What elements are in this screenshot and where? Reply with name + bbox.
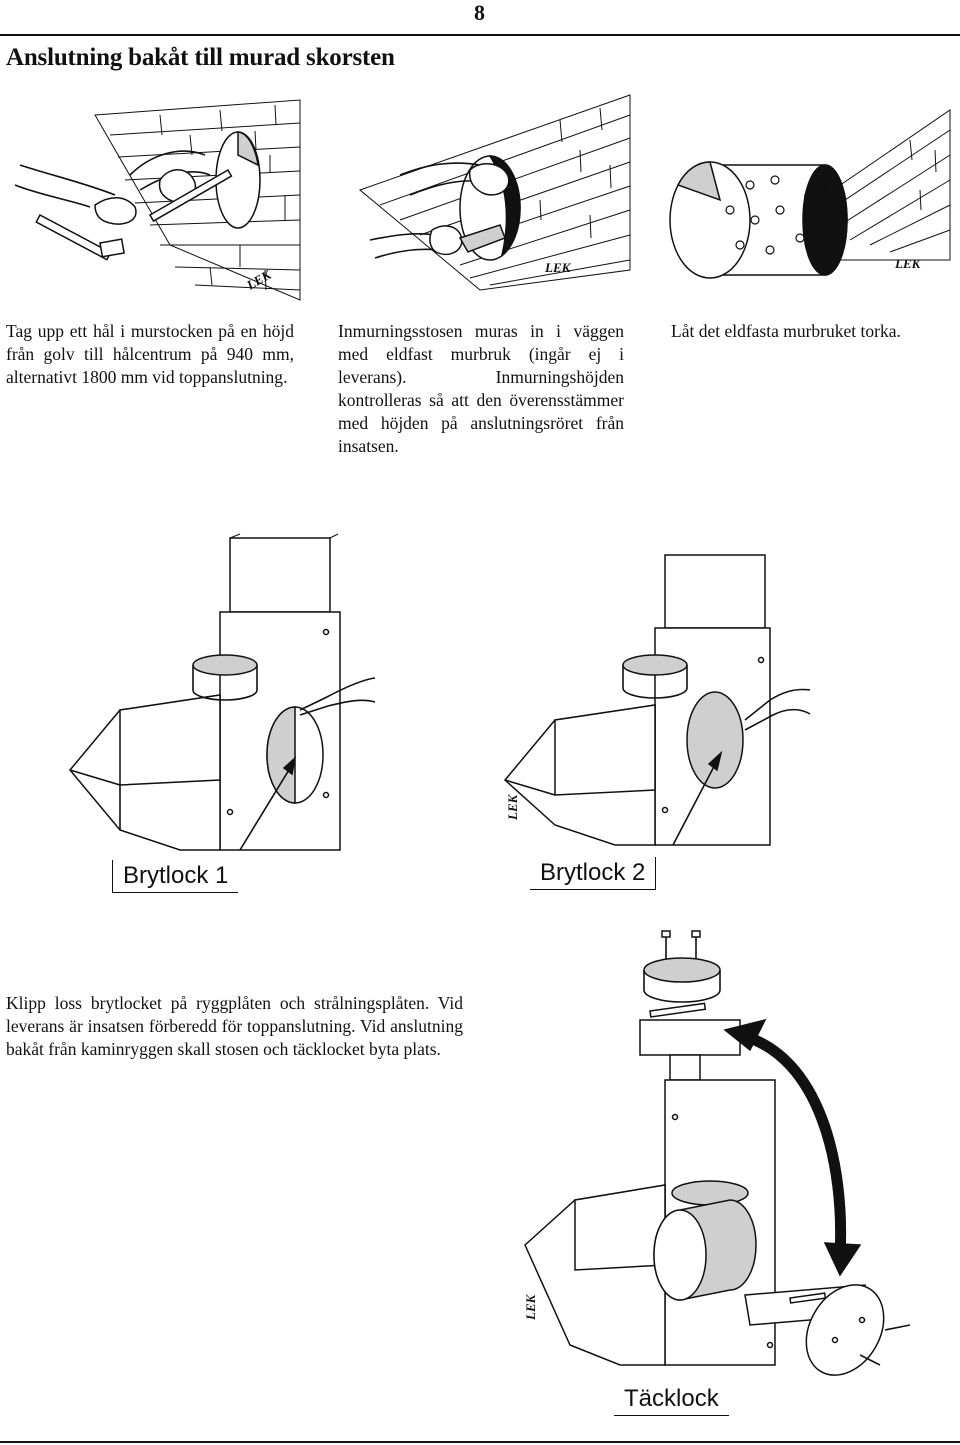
illustration-mortar-sleeve: LEK (359, 94, 631, 291)
brytlock-2-label: Brytlock 2 (530, 857, 657, 890)
illustration-chisel-wall: LEK (14, 99, 301, 301)
step-2-text: Inmurningsstosen muras in i väggen med e… (338, 321, 624, 456)
step-3-text: Låt det eldfasta murbruket torka. (671, 321, 901, 341)
page-number: 8 (474, 0, 485, 25)
brytlock-1-label: Brytlock 1 (112, 860, 239, 893)
swap-arrow (723, 1018, 862, 1277)
illustration-sleeve-inserted: LEK (669, 109, 951, 279)
watermark-lek: LEK (894, 256, 922, 271)
page-title: Anslutning bakåt till murad skorsten (6, 44, 395, 71)
sleeve-holes (725, 175, 805, 255)
footer-rule (0, 1441, 960, 1443)
break-lid-instructions: Klipp loss brytlocket på ryggplåten och … (6, 993, 463, 1059)
step-1-text: Tag upp ett hål i murstocken på en höjd … (6, 321, 294, 387)
watermark-lek: LEK (243, 266, 274, 293)
illustration-brytlock-1 (69, 533, 376, 851)
illustration-brytlock-2: LEK (503, 554, 811, 846)
watermark-lek: LEK (544, 260, 572, 275)
illustration-tacklock-swap: LEK (523, 930, 911, 1376)
header-rule (0, 34, 960, 36)
watermark-lek: LEK (505, 793, 520, 821)
tacklock-label: Täcklock (614, 1383, 729, 1416)
watermark-lek: LEK (523, 1293, 538, 1321)
